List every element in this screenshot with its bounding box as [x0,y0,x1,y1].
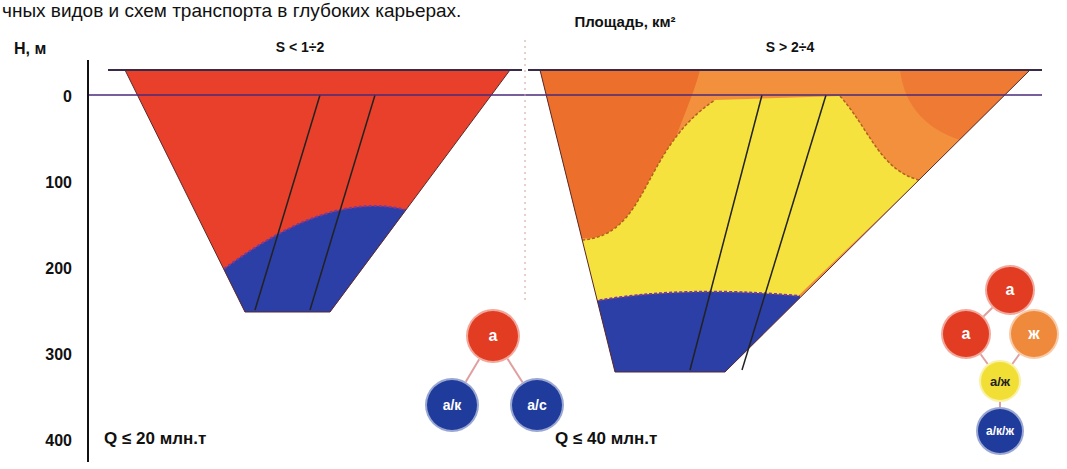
output-label: Q ≤ 20 млн.т [104,430,206,449]
circle-label: а [1006,282,1015,298]
link-line [984,308,993,317]
tick-label: 300 [45,346,72,364]
circle-label: а/с [527,398,546,412]
area-label: S < 1÷2 [276,40,325,55]
circle-label: ж [1028,326,1039,342]
circle-label: а/к/ж [986,425,1014,437]
circle-label: а/ж [990,375,1010,388]
transport-circle: а/к/ж [976,407,1024,455]
transport-circle: а [985,265,1035,315]
area-label: S > 2÷4 [766,40,815,55]
link-line [508,359,523,382]
link-line [981,354,988,364]
transport-circle: а/к [425,378,479,432]
tick-label: 400 [45,432,72,450]
output-label: Q ≤ 40 млн.т [555,430,657,449]
circle-label: а [962,326,971,342]
transport-circle: а/с [510,378,564,432]
transport-circle: а [941,309,991,359]
transport-circle: а/ж [979,360,1021,402]
transport-circle: а [466,309,520,363]
link-line [1012,354,1019,364]
tick-label: 200 [45,260,72,278]
page-title: чных видов и схем транспорта в глубоких … [2,1,461,22]
axis-unit: Н, м [14,40,46,58]
circle-label: а [489,328,498,344]
right-pit [530,60,1040,380]
axis-title: Площадь, км² [574,14,675,31]
link-line [466,359,479,382]
left-pit [100,60,530,330]
transport-circle: ж [1009,309,1059,359]
tick-label: 100 [45,174,72,192]
circle-label: а/к [443,398,462,412]
tick-label: 0 [63,88,72,106]
